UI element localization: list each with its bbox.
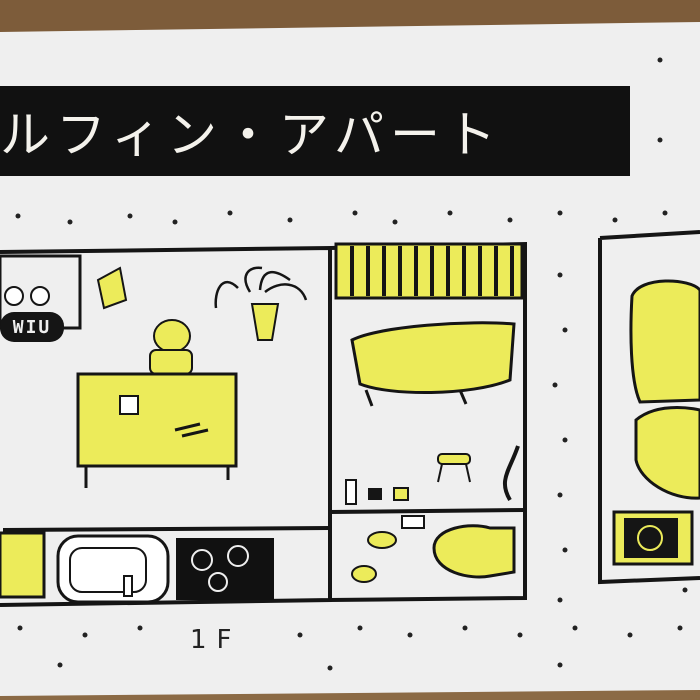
bathroom — [334, 242, 524, 583]
dot-pattern — [15, 57, 688, 671]
title-banner — [0, 86, 630, 176]
living-room — [0, 254, 308, 604]
banner-title: ルフィン・アパート — [0, 106, 502, 164]
floor-plan-walls — [0, 230, 700, 607]
right-room — [612, 279, 700, 566]
floor-label: 1F — [190, 625, 242, 655]
room-sign-text: WIU — [12, 316, 52, 338]
